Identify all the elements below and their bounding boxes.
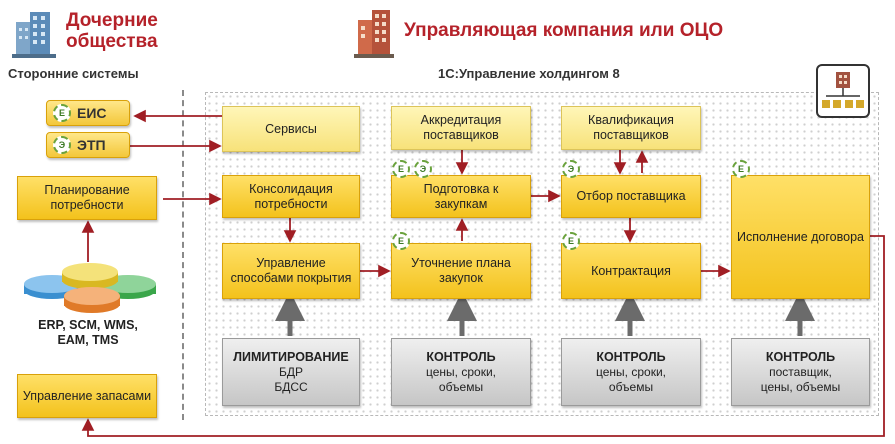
subsidiaries-title: Дочерние общества: [66, 10, 158, 52]
control-title: КОНТРОЛЬ: [596, 349, 666, 364]
arrow-execution-inventory: [81, 235, 885, 437]
ye-badge-selection-icon: Э: [562, 160, 580, 178]
control-line1: цены, сроки,: [426, 364, 496, 379]
management-title: Управляющая компания или ОЦО: [404, 20, 724, 41]
divider: [182, 90, 184, 420]
e-badge-contracting-icon: Е: [562, 232, 580, 250]
control-title: ЛИМИТИРОВАНИЕ: [233, 349, 349, 364]
ye-badge-preparation-icon: Э: [414, 160, 432, 178]
org-structure-icon: [816, 64, 870, 118]
ye-badge-icon: Э: [53, 136, 71, 154]
e-badge-preparation-icon: Е: [392, 160, 410, 178]
control-line1: поставщик,: [769, 364, 832, 379]
control-line2: объемы: [438, 379, 484, 394]
selection-box[interactable]: Отбор поставщика: [561, 175, 701, 218]
control-line2: цены, объемы: [760, 379, 841, 394]
eis-box[interactable]: Е ЕИС: [46, 100, 130, 126]
contracting-box[interactable]: Контрактация: [561, 243, 701, 299]
control-title: КОНТРОЛЬ: [426, 349, 496, 364]
qualification-box[interactable]: Квалификация поставщиков: [561, 106, 701, 150]
control-box-1[interactable]: КОНТРОЛЬ цены, сроки, объемы: [391, 338, 531, 406]
limit-control-box[interactable]: ЛИМИТИРОВАНИЕ БДР БДСС: [222, 338, 360, 406]
etp-box[interactable]: Э ЭТП: [46, 132, 130, 158]
subsidiaries-building-icon: [12, 8, 58, 63]
consolidation-box[interactable]: Консолидация потребности: [222, 175, 360, 218]
etp-label: ЭТП: [77, 137, 106, 153]
coverage-box[interactable]: Управление способами покрытия: [222, 243, 360, 299]
services-box[interactable]: Сервисы: [222, 106, 360, 152]
plan-refine-box[interactable]: Уточнение плана закупок: [391, 243, 531, 299]
control-title: КОНТРОЛЬ: [765, 349, 836, 364]
accreditation-box[interactable]: Аккредитация поставщиков: [391, 106, 531, 150]
systems-label: ERP, SCM, WMS, EAM, TMS: [38, 318, 138, 347]
e-badge-refine-icon: Е: [392, 232, 410, 250]
third-party-label: Сторонние системы: [8, 66, 139, 81]
e-badge-execution-icon: Е: [732, 160, 750, 178]
holding-label: 1С:Управление холдингом 8: [438, 66, 620, 81]
execution-box[interactable]: Исполнение договора: [731, 175, 870, 299]
control-line2: БДСС: [274, 379, 308, 394]
e-badge-icon: Е: [53, 104, 71, 122]
control-box-3[interactable]: КОНТРОЛЬ поставщик, цены, объемы: [731, 338, 870, 406]
control-line2: объемы: [608, 379, 654, 394]
preparation-box[interactable]: Подготовка к закупкам: [391, 175, 531, 218]
control-box-2[interactable]: КОНТРОЛЬ цены, сроки, объемы: [561, 338, 701, 406]
database-stack-icon: [16, 262, 162, 323]
control-line1: цены, сроки,: [596, 364, 666, 379]
inventory-box[interactable]: Управление запасами: [17, 374, 157, 418]
management-building-icon: [354, 8, 396, 63]
control-line1: БДР: [278, 364, 303, 379]
planning-box[interactable]: Планирование потребности: [17, 176, 157, 220]
eis-label: ЕИС: [77, 105, 107, 121]
